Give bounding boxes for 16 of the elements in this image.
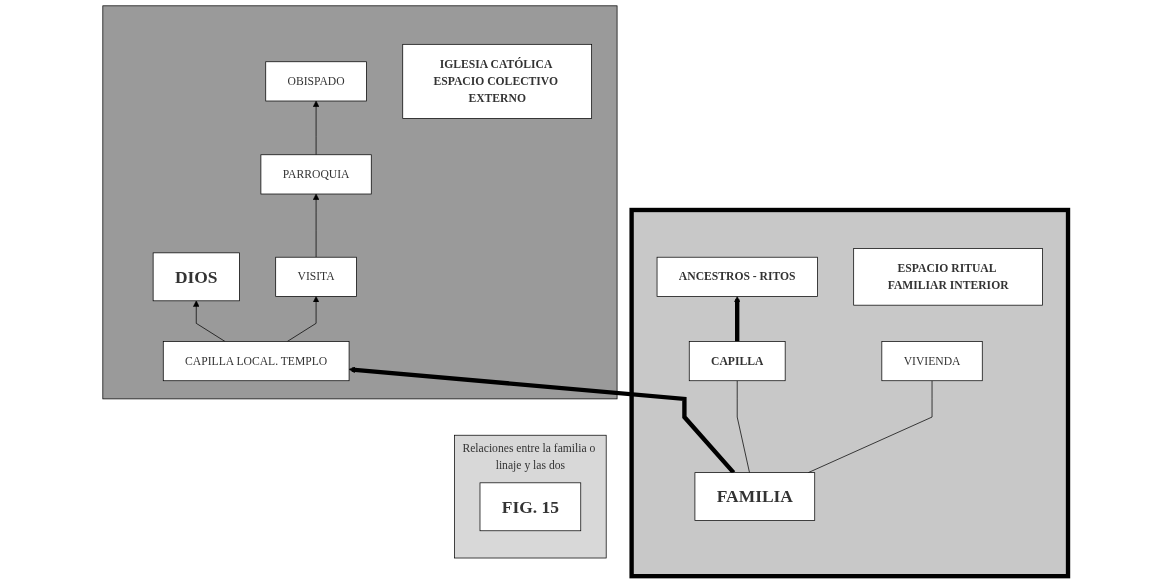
node-box: IGLESIA CATÓLICA ESPACIO COLECTIVO EXTERNO: [401, 43, 592, 119]
node-box: ESPACIO RITUAL FAMILIAR INTERIOR: [852, 248, 1043, 306]
connector: [736, 380, 750, 473]
node-box: VIVIENDA: [881, 341, 983, 382]
node-box: PARROQUIA: [260, 154, 372, 195]
node-box: CAPILLA LOCAL. TEMPLO: [162, 341, 349, 382]
node-box: CAPILLA: [688, 341, 786, 382]
node-box: FAMILIA: [694, 472, 815, 521]
node-box: ANCESTROS - RITOS: [656, 256, 818, 297]
node-box: DIOS: [152, 252, 240, 302]
node-box: FIG. 15: [479, 482, 581, 532]
cluster: [629, 207, 1070, 579]
node-box: OBISPADO: [264, 61, 367, 102]
arrow: [733, 296, 740, 342]
node-box: VISITA: [274, 256, 357, 297]
cluster: [102, 5, 618, 400]
